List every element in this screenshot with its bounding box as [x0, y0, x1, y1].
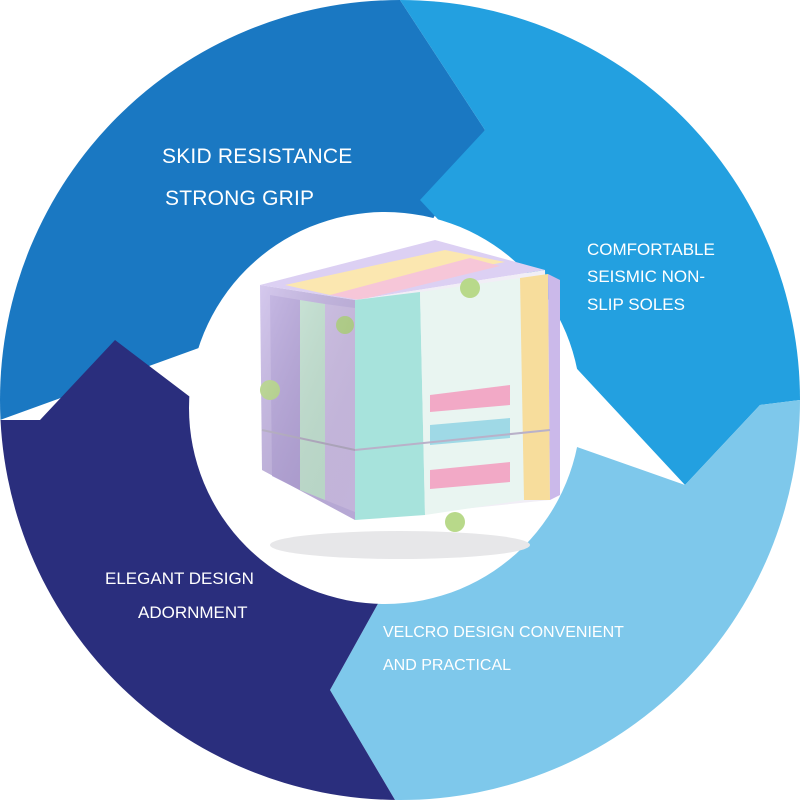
label-bottom-right-line-2: AND PRACTICAL [383, 657, 511, 674]
label-bottom-right-line-1: VELCRO DESIGN CONVENIENT [383, 624, 624, 641]
label-left-line-2: ADORNMENT [138, 603, 248, 622]
label-top-left-line-2: STRONG GRIP [165, 187, 314, 210]
infinity-cube-image [260, 240, 560, 559]
label-left-line-1: ELEGANT DESIGN [105, 569, 254, 588]
label-right-line-1: COMFORTABLE [587, 240, 715, 259]
label-right-line-2: SEISMIC NON- [587, 267, 705, 286]
label-top-left-line-1: SKID RESISTANCE [162, 145, 352, 168]
label-right-line-3: SLIP SOLES [587, 295, 685, 314]
